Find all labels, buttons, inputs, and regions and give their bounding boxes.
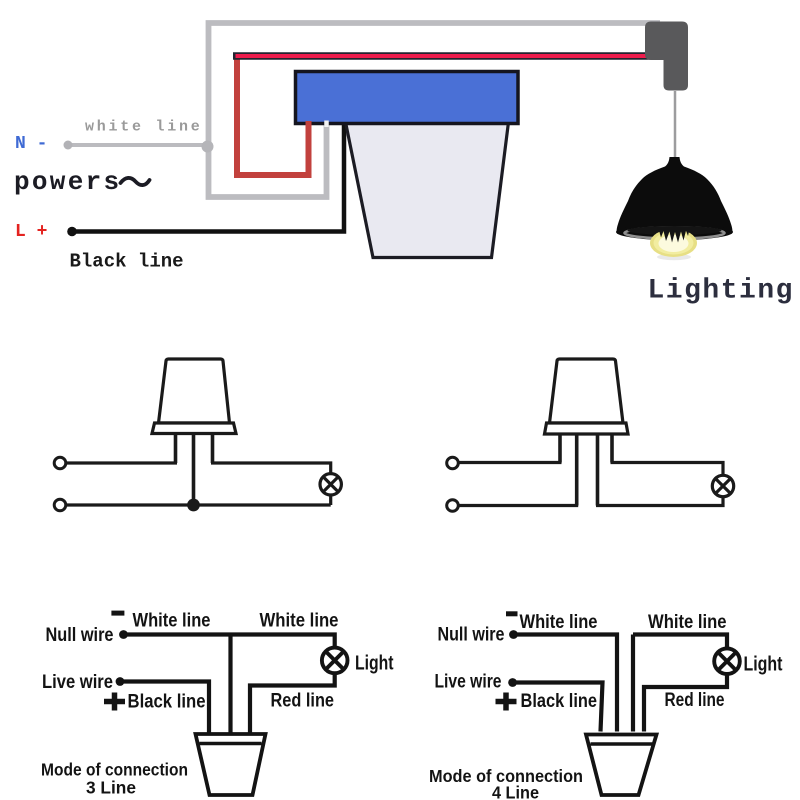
svg-text:Mode of connection: Mode of connection (429, 766, 583, 786)
svg-text:White line: White line (260, 611, 339, 632)
svg-text:4 Line: 4 Line (492, 783, 539, 800)
svg-text:3 Line: 3 Line (86, 778, 136, 798)
svg-text:Light: Light (744, 653, 783, 676)
svg-text:Black line: Black line (70, 251, 184, 273)
svg-text:Black line: Black line (128, 692, 206, 713)
svg-text:Live wire: Live wire (435, 672, 502, 693)
svg-text:Null wire: Null wire (438, 625, 505, 646)
svg-text:Red line: Red line (665, 690, 725, 711)
svg-text:Light: Light (355, 651, 394, 674)
svg-text:N -: N - (15, 134, 47, 154)
svg-text:White line: White line (520, 612, 598, 633)
svg-text:Lighting: Lighting (648, 276, 794, 307)
svg-text:Null wire: Null wire (46, 625, 114, 646)
svg-text:White line: White line (648, 612, 727, 633)
svg-text:Live wire: Live wire (42, 672, 113, 693)
svg-text:white line: white line (85, 119, 203, 136)
svg-text:Red line: Red line (271, 691, 335, 712)
svg-text:White line: White line (133, 611, 211, 632)
svg-text:Mode of connection: Mode of connection (41, 760, 188, 780)
svg-text:powers: powers (14, 167, 121, 197)
svg-text:Black line: Black line (521, 691, 598, 712)
svg-text:L +: L + (15, 222, 47, 242)
